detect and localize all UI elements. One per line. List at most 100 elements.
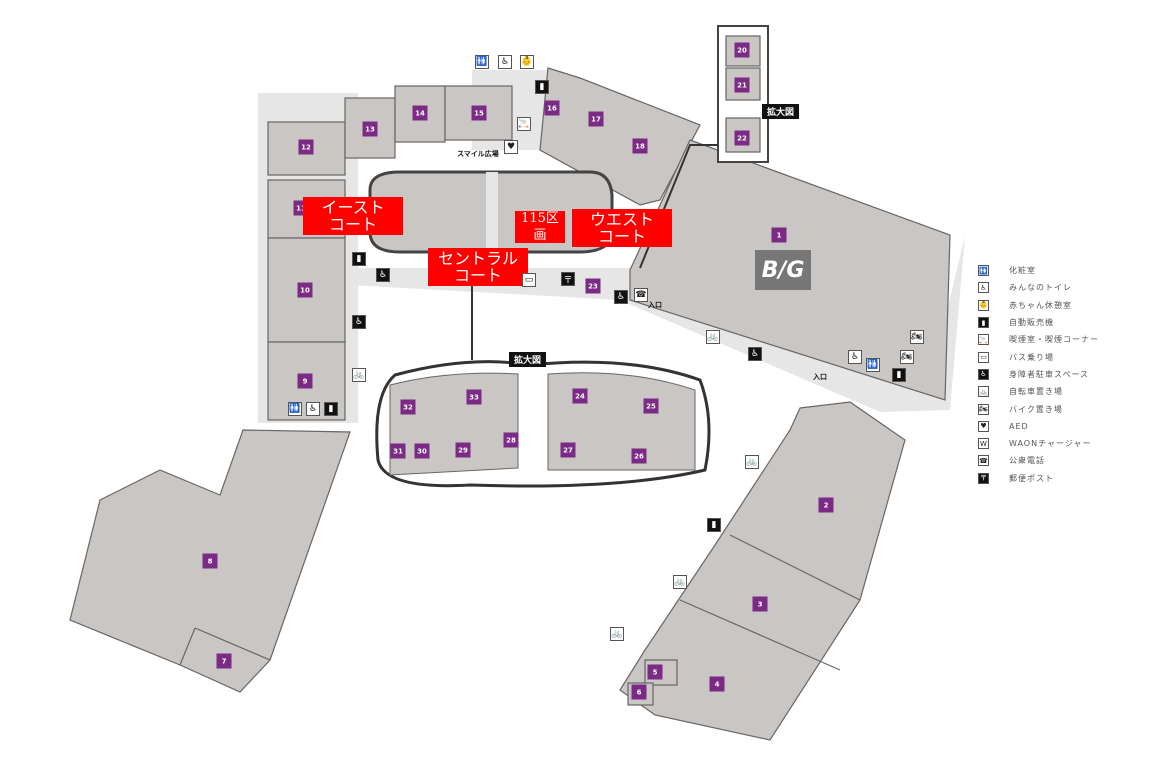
entrance-label: 入口 [813, 373, 827, 381]
accessible-parking-icon[interactable]: ♿ [376, 268, 390, 282]
store-badge-20[interactable]: 20 [734, 42, 750, 58]
store-badge-29[interactable]: 29 [455, 442, 471, 458]
postbox-icon[interactable]: 〒 [561, 272, 575, 286]
store-badge-10[interactable]: 10 [297, 282, 313, 298]
legend-label: 身障者駐車スペース [1009, 369, 1090, 379]
label-line: セントラル [437, 249, 518, 268]
legend-label: 赤ちゃん休憩室 [1009, 300, 1072, 310]
accessible-parking-icon[interactable]: ♿ [614, 290, 628, 304]
vending-machine-icon[interactable]: ▮ [324, 402, 338, 416]
store-badge-1[interactable]: 1 [771, 227, 787, 243]
public-phone-icon[interactable]: ☎ [634, 288, 648, 302]
bicycle-icon[interactable]: 🚲 [610, 627, 624, 641]
aed-icon: ♥ [978, 420, 989, 432]
store-badge-13[interactable]: 13 [362, 121, 378, 137]
legend-label: 郵便ポスト [1009, 473, 1054, 483]
bicycle-icon[interactable]: 🚲 [745, 455, 759, 469]
store-badge-4[interactable]: 4 [709, 676, 725, 692]
central-court-label[interactable]: セントラルコート [428, 248, 528, 286]
restroom-icon[interactable]: 🚻 [866, 358, 880, 372]
section-115-label[interactable]: 115区画 [515, 211, 565, 243]
legend-item: ▭バス乗り場 [978, 348, 1099, 365]
bicycle-icon[interactable]: 🚲 [352, 368, 366, 382]
store-badge-14[interactable]: 14 [412, 105, 428, 121]
label-line: コート [453, 266, 502, 285]
legend-item: ♿身障者駐車スペース [978, 366, 1099, 383]
store-badge-22[interactable]: 22 [734, 130, 750, 146]
legend-item: 👶 赤ちゃん休憩室 [978, 297, 1099, 314]
motorbike-icon: 🏍 [978, 403, 989, 415]
accessible-parking-icon[interactable]: ♿ [352, 315, 366, 329]
entrance-label: 入口 [648, 301, 662, 309]
store-badge-2[interactable]: 2 [818, 497, 834, 513]
store-badge-21[interactable]: 21 [734, 77, 750, 93]
zoom-label-top[interactable]: 拡大図 [762, 104, 800, 119]
store-badge-30[interactable]: 30 [414, 443, 430, 459]
store-badge-15[interactable]: 15 [471, 105, 487, 121]
bicycle-icon[interactable]: 🚲 [706, 330, 720, 344]
store-badge-25[interactable]: 25 [643, 398, 659, 414]
postbox-icon: 〒 [978, 472, 989, 484]
legend-item: ♥ AED [978, 418, 1099, 435]
store-badge-6[interactable]: 6 [631, 684, 647, 700]
legend-item: ☎ 公衆電話 [978, 452, 1099, 469]
west-court-label[interactable]: ウエストコート [572, 209, 672, 247]
vending-machine-icon[interactable]: ▮ [535, 80, 549, 94]
vending-machine-icon: ▮ [978, 317, 989, 329]
store-badge-3[interactable]: 3 [752, 596, 768, 612]
store-badge-27[interactable]: 27 [560, 442, 576, 458]
smoking-icon: 🚬 [978, 334, 989, 346]
store-badge-5[interactable]: 5 [647, 664, 663, 680]
label-line: コート [597, 227, 646, 246]
store-badge-23[interactable]: 23 [585, 278, 601, 294]
baby-room-icon[interactable]: 👶 [520, 55, 534, 69]
store-badge-16[interactable]: 16 [544, 100, 560, 116]
public-phone-icon: ☎ [978, 455, 989, 467]
legend-label: 自転車置き場 [1009, 387, 1063, 397]
vending-machine-icon[interactable]: ▮ [892, 368, 906, 382]
motorbike-icon[interactable]: 🏍 [910, 330, 924, 344]
store-badge-18[interactable]: 18 [632, 138, 648, 154]
store-badge-28[interactable]: 28 [503, 432, 519, 448]
bus-icon[interactable]: ▭ [522, 273, 536, 287]
legend-label: 公衆電話 [1009, 456, 1045, 466]
store-badge-26[interactable]: 26 [631, 448, 647, 464]
legend-label: バイク置き場 [1009, 404, 1063, 414]
label-line: 115区画 [521, 211, 559, 243]
store-badge-12[interactable]: 12 [298, 139, 314, 155]
baby-room-icon: 👶 [978, 299, 989, 311]
store-badge-32[interactable]: 32 [400, 399, 416, 415]
label-line: コート [328, 215, 377, 234]
legend-label: みんなのトイレ [1009, 283, 1072, 293]
vending-machine-icon[interactable]: ▮ [707, 518, 721, 532]
accessible-toilet-icon[interactable]: ♿ [848, 350, 862, 364]
zoom-label-bottom[interactable]: 拡大図 [509, 352, 547, 367]
accessible-parking-icon[interactable]: ♿ [748, 347, 762, 361]
store-badge-8[interactable]: 8 [202, 553, 218, 569]
legend-label: AED [1009, 421, 1029, 431]
motorbike-icon[interactable]: 🏍 [900, 350, 914, 364]
store-badge-7[interactable]: 7 [216, 653, 232, 669]
vending-machine-icon[interactable]: ▮ [352, 252, 366, 266]
legend-label: WAONチャージャー [1009, 439, 1092, 449]
accessible-toilet-icon[interactable]: ♿ [498, 55, 512, 69]
legend-item: 🚬喫煙室・喫煙コーナー [978, 331, 1099, 348]
store-badge-24[interactable]: 24 [572, 388, 588, 404]
store-badge-17[interactable]: 17 [588, 111, 604, 127]
legend-item: 🏍 バイク置き場 [978, 400, 1099, 417]
restroom-icon[interactable]: 🚻 [288, 402, 302, 416]
store-badge-33[interactable]: 33 [466, 389, 482, 405]
bicycle-icon[interactable]: 🚲 [673, 575, 687, 589]
east-court-label[interactable]: イーストコート [303, 197, 403, 235]
smoking-icon[interactable]: 🚬 [517, 117, 531, 131]
restroom-icon[interactable]: 🚻 [475, 55, 489, 69]
store-badge-31[interactable]: 31 [390, 443, 406, 459]
restroom-icon: 🚻 [978, 265, 989, 277]
aed-icon[interactable]: ♥ [504, 140, 518, 154]
store-badge-9[interactable]: 9 [297, 373, 313, 389]
accessible-toilet-icon[interactable]: ♿ [306, 402, 320, 416]
label-line: イースト [321, 198, 385, 217]
legend: 🚻化粧室♿みんなのトイレ👶赤ちゃん休憩室▮自動販売機🚬喫煙室・喫煙コーナー▭バス… [978, 262, 1099, 487]
brand-logo: B/G [755, 250, 811, 290]
